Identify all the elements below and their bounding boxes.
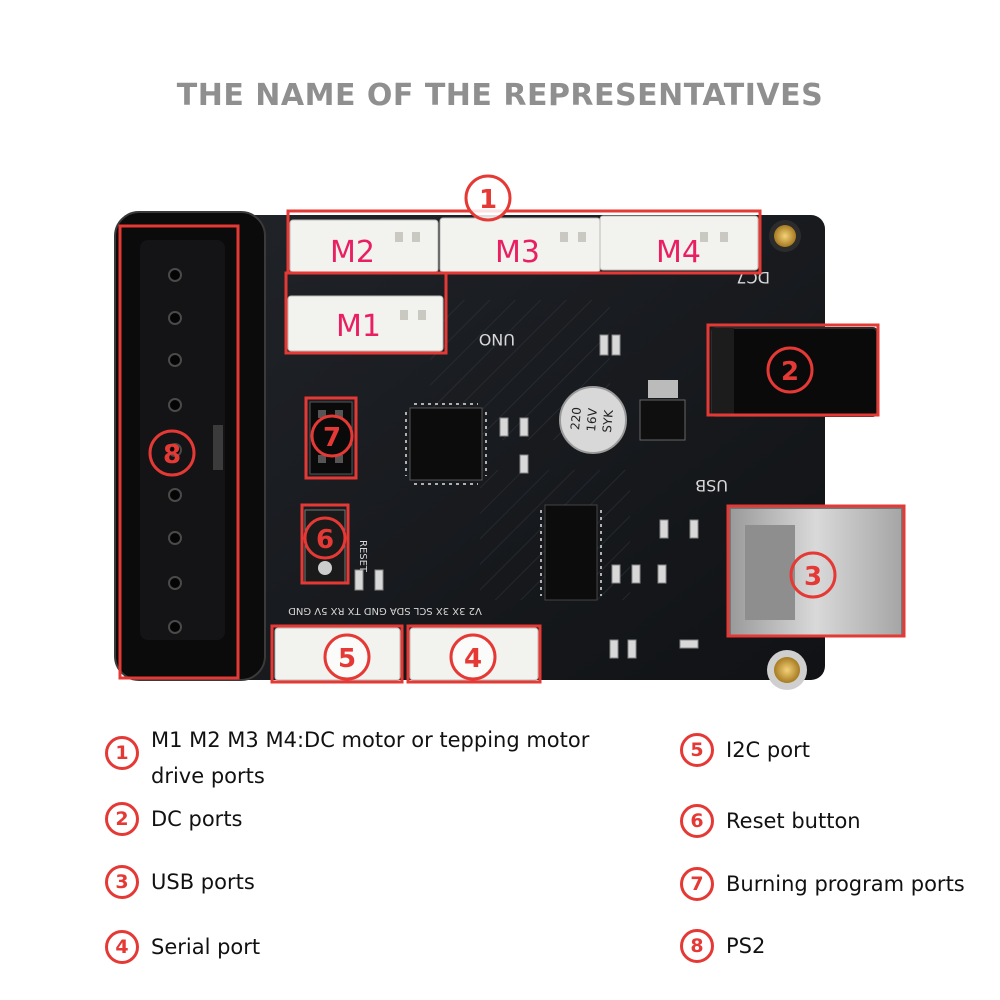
callout-6: 6: [303, 516, 347, 560]
highlight-i2c: [270, 624, 404, 684]
highlight-ps2: [118, 224, 240, 680]
callout-3-label: 3: [804, 562, 822, 592]
callout-7-label: 7: [323, 423, 341, 453]
legend-badge-6: 6: [680, 804, 714, 838]
legend-text-4: Serial port: [151, 935, 261, 959]
ps2-inner: [140, 240, 225, 640]
burning-header: [309, 401, 353, 475]
legend-text-6: Reset button: [726, 809, 861, 833]
highlight-serial: [406, 624, 542, 684]
connector-m4: [599, 215, 759, 271]
board-diagram: M2 M3 M4 M1 220 16V SYK: [114, 174, 906, 690]
legend-item-2: 2 DC ports: [105, 802, 243, 836]
label-m3: M3: [495, 235, 540, 270]
legend-badge-2: 2: [105, 802, 139, 836]
label-m4: M4: [656, 235, 701, 270]
regulator: [639, 399, 686, 441]
legend-text-7: Burning program ports: [726, 872, 965, 896]
legend-item-3: 3 USB ports: [105, 865, 255, 899]
capacitor: [559, 386, 627, 454]
ps2-pins: [168, 268, 182, 634]
legend-text-1: M1 M2 M3 M4:DC motor or tepping motor dr…: [151, 722, 589, 794]
legend-item-6: 6 Reset button: [680, 804, 861, 838]
legend-item-4: 4 Serial port: [105, 930, 260, 964]
callout-6-label: 6: [316, 525, 334, 555]
callout-2-label: 2: [781, 357, 799, 387]
cap-text-2: 16V: [584, 407, 600, 432]
callout-4: 4: [449, 633, 497, 681]
legend-text-1-line2: drive ports: [151, 764, 265, 788]
dc-jack-front: [712, 328, 734, 416]
cap-text-3: SYK: [600, 408, 616, 433]
cap-text-1: 220: [568, 406, 584, 430]
standoff-bottom-nut: [774, 657, 800, 683]
highlight-reset: [300, 503, 350, 585]
legend-badge-5: 5: [680, 733, 714, 767]
highlight-m1: [284, 271, 448, 355]
silk-dc: DC7: [736, 268, 770, 287]
highlight-burning: [304, 396, 358, 480]
connector-m1: [287, 295, 444, 352]
standoff-top-nut: [774, 225, 796, 247]
legend-text-3: USB ports: [151, 870, 255, 894]
usb-jack-opening: [745, 525, 795, 620]
silk-usb: USB: [695, 476, 728, 495]
legend-text-2: DC ports: [151, 807, 243, 831]
callout-1-label: 1: [479, 185, 497, 215]
legend-badge-8: 8: [680, 929, 714, 963]
legend-badge-7: 7: [680, 867, 714, 901]
regulator-tab: [648, 380, 678, 398]
silk-reset: RESET: [357, 540, 368, 573]
silk-uno: UNO: [479, 330, 515, 349]
callout-4-label: 4: [464, 644, 482, 674]
mcu-chip: [409, 407, 483, 481]
legend-text-8: PS2: [726, 934, 766, 958]
legend-text-1-line1: M1 M2 M3 M4:DC motor or tepping motor: [151, 728, 590, 752]
legend-item-8: 8 PS2: [680, 929, 765, 963]
driver-chip: [544, 504, 598, 601]
callout-7: 7: [310, 414, 354, 458]
callout-8-label: 8: [163, 440, 181, 470]
silk-bottom-header: V2 3X 3X SCL SDA GND TX RX 5V GND: [288, 605, 482, 616]
legend-item-5: 5 I2C port: [680, 733, 810, 767]
legend-text-5: I2C port: [726, 738, 810, 762]
highlight-dc: [706, 323, 880, 417]
highlight-motor-ports: [286, 209, 762, 275]
callout-2: 2: [766, 346, 814, 394]
callout-5: 5: [323, 633, 371, 681]
legend-badge-3: 3: [105, 865, 139, 899]
highlight-usb: [726, 504, 906, 638]
callout-8: 8: [148, 429, 196, 477]
legend-badge-4: 4: [105, 930, 139, 964]
callout-5-label: 5: [338, 644, 356, 674]
ps2-latch: [213, 425, 223, 470]
reset-button-cap: [318, 561, 332, 575]
label-m1: M1: [336, 309, 381, 344]
page-title: THE NAME OF THE REPRESENTATIVES: [176, 78, 824, 113]
legend-item-7: 7 Burning program ports: [680, 867, 965, 901]
callout-3: 3: [789, 551, 837, 599]
label-m2: M2: [330, 235, 375, 270]
legend-badge-1: 1: [105, 736, 139, 770]
legend-item-1: 1 M1 M2 M3 M4:DC motor or tepping motor …: [105, 722, 645, 794]
callout-1: 1: [464, 174, 512, 222]
callouts: 1 2 3 4 5 6 7 8: [148, 174, 837, 681]
